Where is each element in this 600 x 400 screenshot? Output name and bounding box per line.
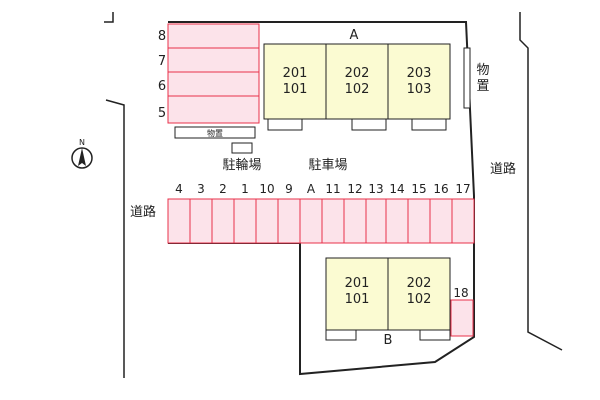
balcony-a-1: [267, 118, 303, 131]
parking-bottom-group: [167, 198, 475, 244]
unit-b-101: 101: [345, 292, 370, 307]
road-left-label: 道路: [130, 204, 156, 220]
parking-slot-5: [167, 95, 260, 124]
bicycle-parking-box: [231, 142, 253, 154]
unit-a-202: 202: [345, 66, 370, 81]
north-label: N: [79, 138, 85, 147]
parking-slot-12: [343, 198, 367, 244]
parking-slot-16: [429, 198, 453, 244]
unit-b-201: 201: [345, 276, 370, 291]
parking-slot-18: [450, 299, 474, 337]
parking-slot-a: [299, 198, 323, 244]
unit-b-102: 102: [407, 292, 432, 307]
slot-label-17: 17: [455, 182, 470, 196]
road-right-label: 道路: [490, 161, 516, 177]
balcony-a-2: [351, 118, 387, 131]
building-a-label: A: [350, 28, 359, 43]
unit-b-202: 202: [407, 276, 432, 291]
road-left-edge: [105, 99, 125, 378]
parking-slot-17: [451, 198, 475, 244]
parking-slot-3: [189, 198, 213, 244]
building-b: 201 101 202 102: [325, 257, 451, 341]
storage-side-label-2: 置: [476, 79, 489, 94]
slot-label-4: 4: [175, 182, 183, 196]
parking-left-group: [167, 23, 260, 124]
storage-side: [463, 47, 471, 109]
slot-label-6: 6: [158, 79, 166, 94]
corner-mark: [104, 12, 114, 23]
north-arrow-needle: [78, 148, 86, 166]
bicycle-parking-label: 駐輪場: [222, 157, 261, 173]
slot-label-10: 10: [259, 182, 274, 196]
balcony-b-1: [325, 329, 357, 341]
slot-label-16: 16: [433, 182, 448, 196]
parking-slot-8: [167, 23, 260, 49]
slot-label-18: 18: [453, 286, 468, 300]
parking-lot-label: 駐車場: [308, 158, 347, 173]
parking-left-numbers: 8 7 6 5: [158, 29, 166, 121]
storage-small: [174, 126, 256, 139]
unit-a-203: 203: [407, 66, 432, 81]
slot-label-8: 8: [158, 29, 166, 44]
parking-slot-4: [167, 198, 191, 244]
storage-side-label-1: 物: [476, 63, 489, 78]
slot-label-12: 12: [347, 182, 362, 196]
slot-label-13: 13: [368, 182, 383, 196]
building-b-label: B: [384, 333, 393, 348]
balcony-b-2: [419, 329, 451, 341]
slot-label-1: 1: [241, 182, 249, 196]
slot-label-2: 2: [219, 182, 227, 196]
parking-slot-13: [365, 198, 387, 244]
parking-slot-6: [167, 71, 260, 97]
unit-a-101: 101: [283, 82, 308, 97]
slot-label-7: 7: [158, 54, 166, 69]
parking-slot-2: [211, 198, 235, 244]
parking-slot-10: [255, 198, 279, 244]
balcony-a-3: [411, 118, 447, 131]
slot-label-11: 11: [325, 182, 340, 196]
slot-label-a: A: [307, 182, 316, 196]
parking-slot-15: [407, 198, 431, 244]
slot-label-5: 5: [158, 106, 166, 121]
unit-a-102: 102: [345, 82, 370, 97]
parking-bottom-numbers: 4 3 2 1 10 9 A 11 12 13 14 15 16 17: [175, 182, 470, 196]
parking-slot-9: [277, 198, 301, 244]
north-arrow: N: [71, 138, 93, 169]
road-right-edge: [519, 12, 563, 351]
building-a-body: [263, 43, 451, 120]
slot-label-14: 14: [389, 182, 404, 196]
storage-small-label: 物置: [207, 128, 223, 138]
building-a: 201 101 202 102 203 103: [263, 43, 451, 131]
slot-label-3: 3: [197, 182, 205, 196]
parking-slot-7: [167, 47, 260, 73]
parking-slot-14: [385, 198, 409, 244]
parking-slot-1: [233, 198, 257, 244]
slot-label-9: 9: [285, 182, 293, 196]
parking-slot-11: [321, 198, 345, 244]
unit-a-103: 103: [407, 82, 432, 97]
unit-a-201: 201: [283, 66, 308, 81]
slot-label-15: 15: [411, 182, 426, 196]
